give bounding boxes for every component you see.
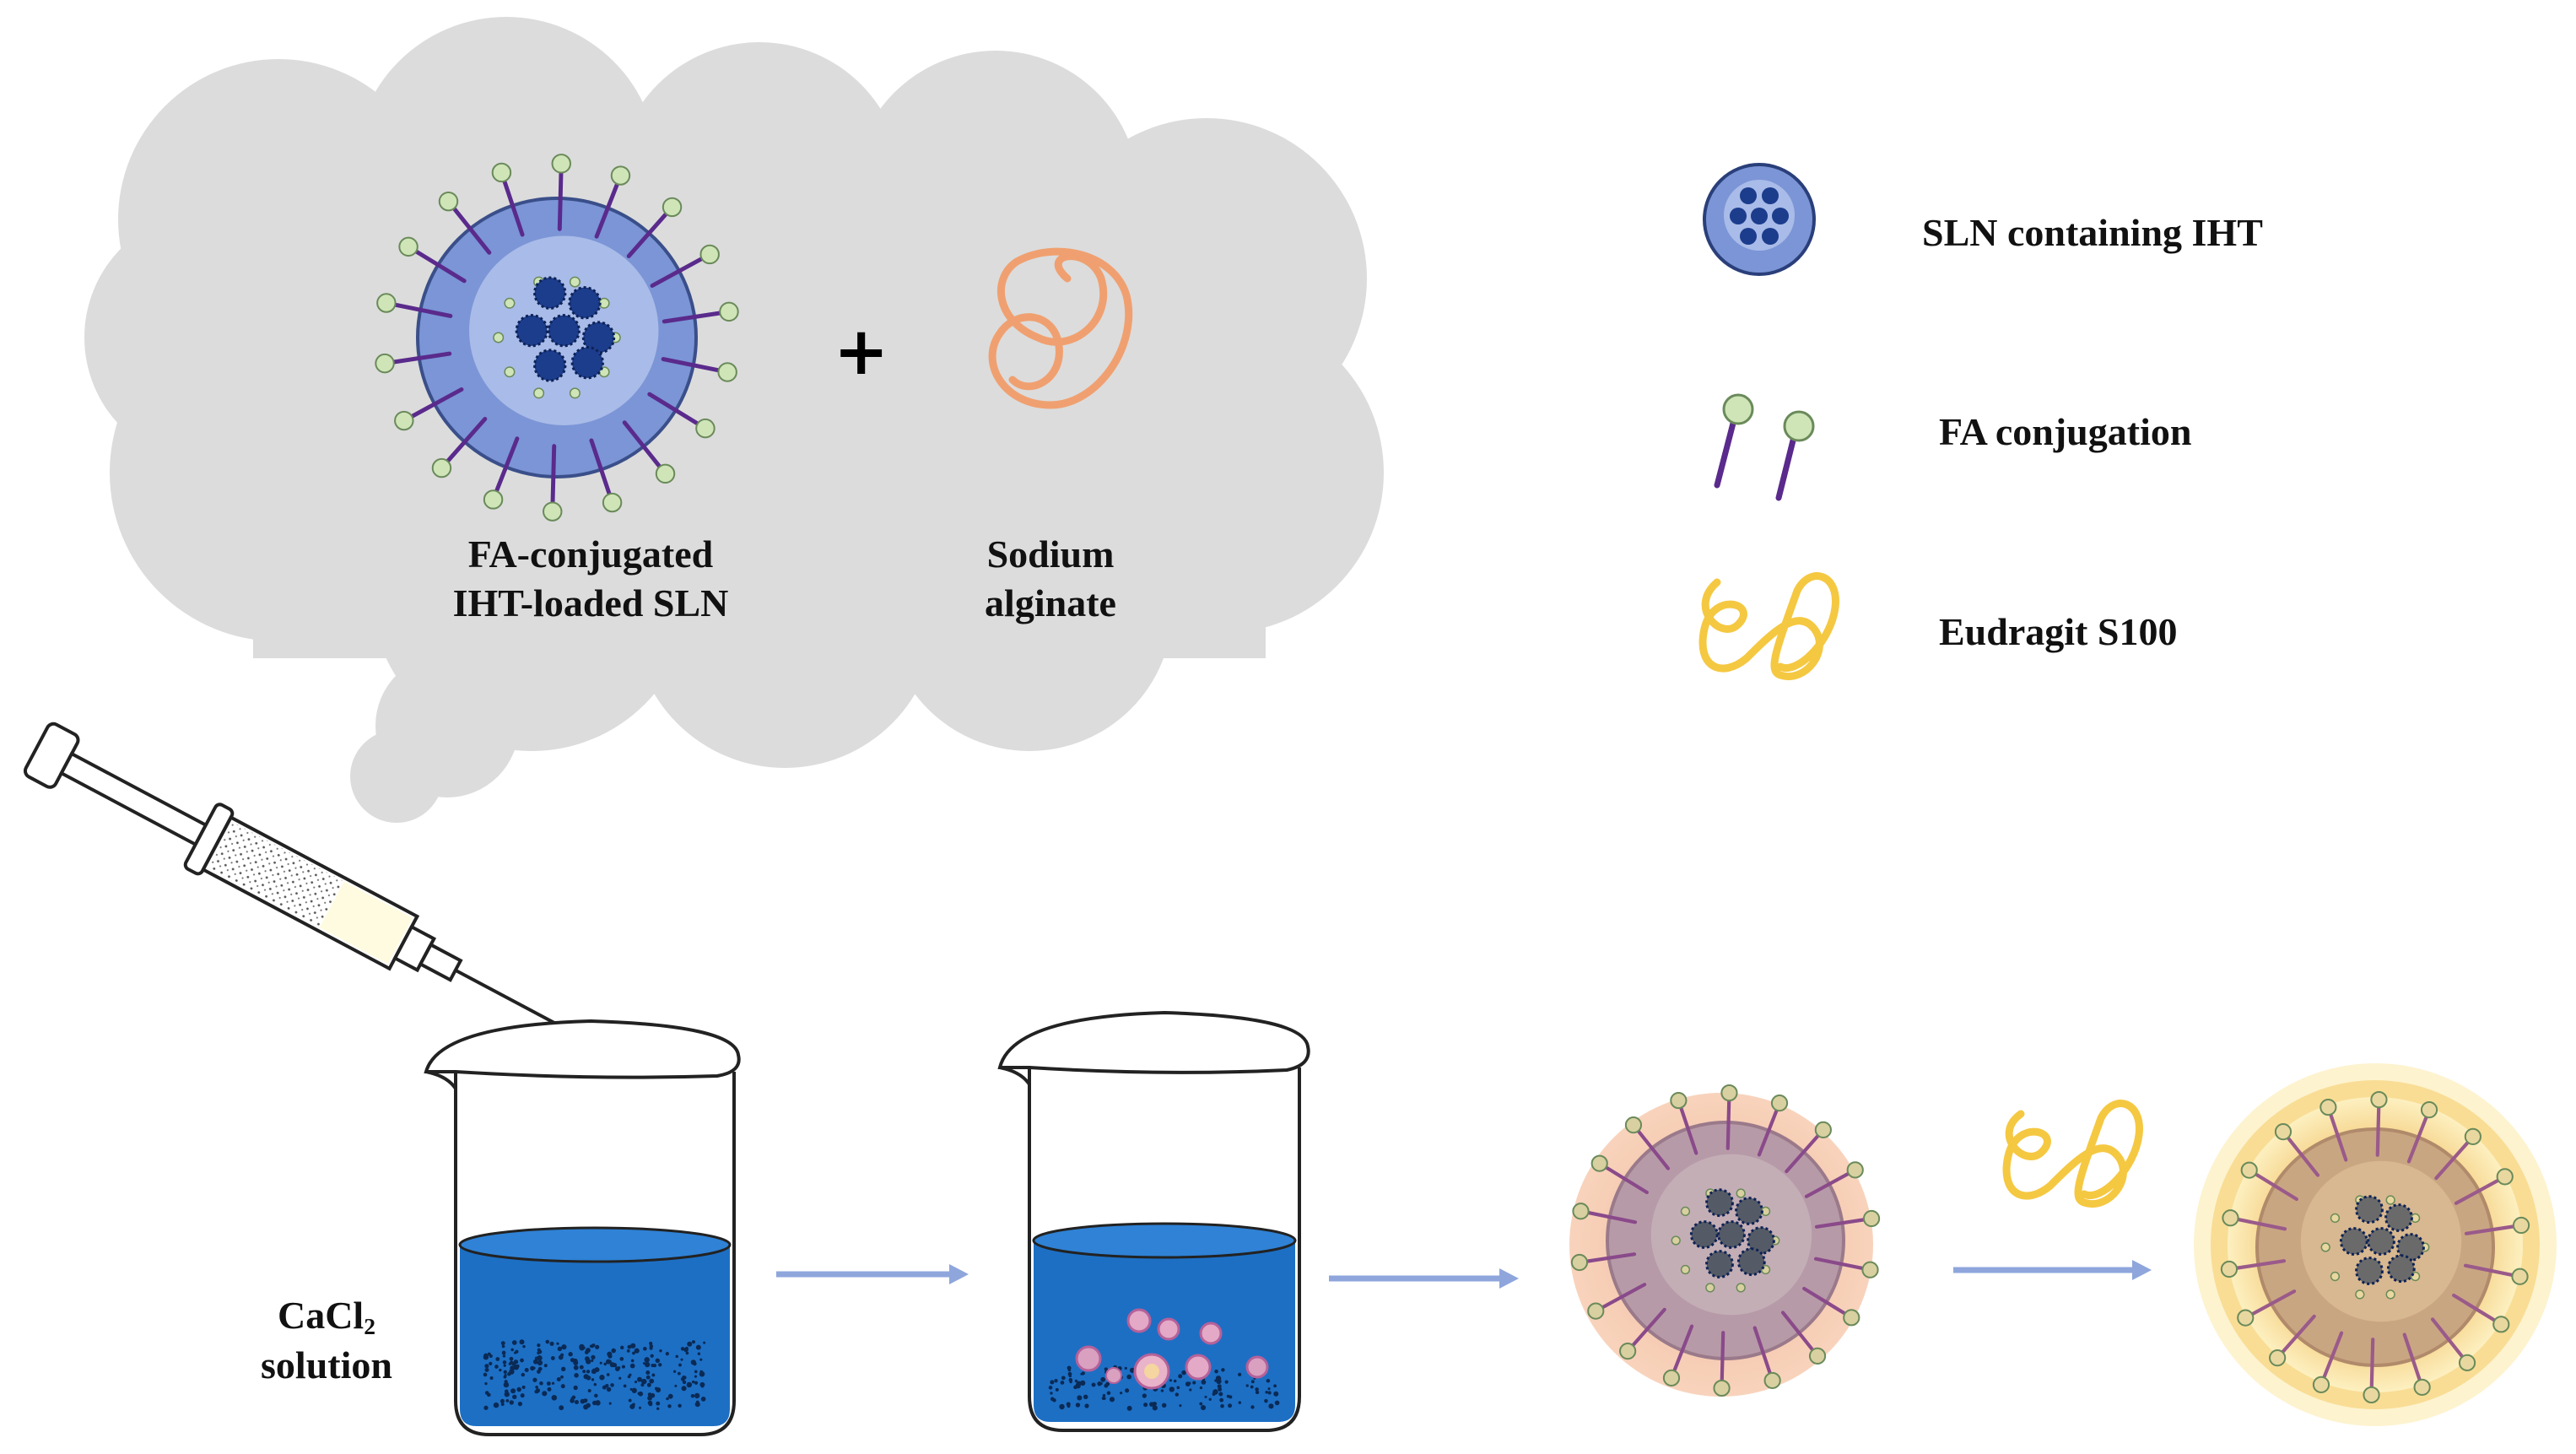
process-arrow-1 [776,1264,969,1284]
thought-cloud [84,17,1384,823]
legend-sln-label: SLN containing IHT [1922,211,2263,254]
alginate-label-line2: alginate [985,581,1116,624]
beaker-cacl2 [424,1019,741,1436]
legend-eudragit-icon [1698,572,1839,681]
beaker-with-beads [997,1010,1310,1432]
cacl2-formula: CaCl2 [277,1294,376,1339]
alginate-microcapsule [1569,1084,1881,1397]
fa-conjugated-sln-particle [375,154,739,522]
plus-sign: + [834,314,889,390]
microbeads [1075,1308,1269,1390]
process-arrow-3 [1953,1260,2152,1280]
syringe-icon [23,722,559,1027]
cacl2-label: CaCl2 solution [261,1291,392,1390]
alginate-label: Sodium alginate [985,530,1116,627]
process-arrow-2 [1329,1268,1519,1289]
legend-eudragit-label: Eudragit S100 [1939,610,2178,653]
sln-label-line1: FA-conjugated [467,532,714,576]
sln-label: FA-conjugated IHT-loaded SLN [453,530,729,627]
eudragit-coil-icon [2002,1100,2143,1208]
alginate-coil-icon [988,247,1133,409]
legend-fa-icon [1714,393,1815,501]
alginate-label-line1: Sodium [986,532,1115,576]
cacl2-solution-word: solution [261,1343,392,1387]
legend-sln-icon [1703,163,1816,276]
sln-label-line2: IHT-loaded SLN [452,581,729,624]
eudragit-coated-microcapsule [2194,1063,2557,1426]
legend-fa-label: FA conjugation [1939,410,2192,453]
